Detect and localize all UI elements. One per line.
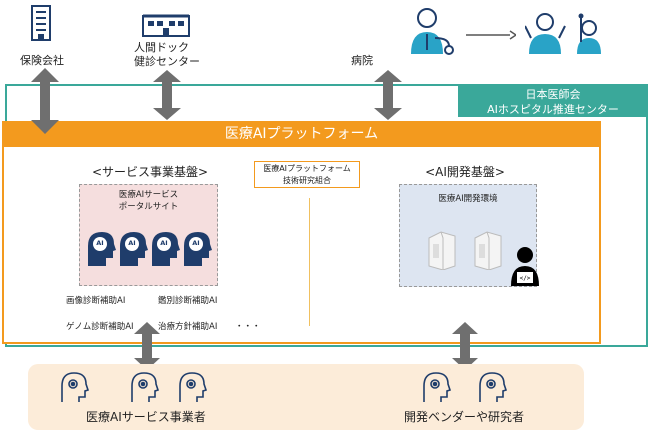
jma-banner: 日本医師会 AIホスピタル推進センター bbox=[458, 84, 648, 117]
service-item-ellipsis: ・・・ bbox=[235, 322, 261, 332]
dock-label: 人間ドック 健診センター bbox=[134, 41, 200, 68]
service-item-treatment: 治療方針補助AI bbox=[158, 322, 218, 332]
server-icon bbox=[428, 231, 456, 270]
double-arrow-dock bbox=[153, 70, 181, 120]
patient-doctor-icon bbox=[411, 8, 454, 55]
dev-env-label: 医療AI開発環境 bbox=[438, 194, 498, 204]
service-title: <サービス事業基盤> bbox=[91, 165, 209, 179]
jma-line1: 日本医師会 bbox=[525, 88, 581, 101]
ai-badge-3: AI bbox=[160, 239, 168, 247]
double-arrow-insurance bbox=[31, 68, 59, 134]
consortium-box: 医療AIプラットフォーム 技術研究組合 bbox=[254, 161, 360, 188]
ai-head-icon bbox=[120, 232, 148, 266]
arrow-right-icon bbox=[466, 30, 516, 40]
double-arrow-dev bbox=[452, 322, 478, 370]
vendors-label: 開発ベンダーや研究者 bbox=[404, 410, 525, 424]
center-divider bbox=[309, 198, 310, 326]
clinic-icon bbox=[142, 14, 190, 37]
dev-panel bbox=[399, 184, 537, 287]
double-arrow-hospital bbox=[374, 70, 402, 120]
server-icon bbox=[474, 231, 502, 270]
gear-head-icon bbox=[479, 372, 508, 402]
gear-head-icon bbox=[61, 372, 90, 402]
platform-title: 医療AIプラットフォーム bbox=[2, 121, 601, 147]
dev-title: <AI開発基盤> bbox=[425, 165, 505, 179]
service-providers-label: 医療AIサービス事業者 bbox=[86, 410, 206, 424]
ai-head-icons bbox=[88, 232, 212, 266]
brain-head-icons-left bbox=[61, 372, 208, 402]
gear-head-icon bbox=[131, 372, 160, 402]
server-icons bbox=[428, 231, 502, 270]
hospital-label: 病院 bbox=[351, 54, 373, 67]
building-icon bbox=[31, 5, 51, 41]
ai-badge-2: AI bbox=[128, 239, 136, 247]
ai-badge-1: AI bbox=[96, 239, 104, 247]
recovered-patient-icon bbox=[525, 13, 601, 54]
ai-head-icon bbox=[184, 232, 212, 266]
ai-head-icon bbox=[88, 232, 116, 266]
developer-icon: </> bbox=[511, 247, 539, 286]
double-arrow-service bbox=[134, 322, 160, 370]
gear-head-icon bbox=[423, 372, 452, 402]
portal-label: 医療AIサービス ポータルサイト bbox=[118, 190, 179, 212]
ai-badge-4: AI bbox=[192, 239, 200, 247]
service-item-imaging: 画像診断補助AI bbox=[66, 296, 126, 306]
insurance-label: 保険会社 bbox=[20, 54, 64, 67]
svg-text:</>: </> bbox=[520, 275, 531, 282]
service-item-genome: ゲノム診断補助AI bbox=[66, 322, 134, 332]
service-item-differential: 鑑別診断補助AI bbox=[158, 296, 218, 306]
jma-line2: AIホスピタル推進センター bbox=[487, 103, 619, 116]
bottom-band bbox=[28, 364, 584, 430]
gear-head-icon bbox=[179, 372, 208, 402]
brain-head-icons-right bbox=[423, 372, 508, 402]
ai-head-icon bbox=[152, 232, 180, 266]
